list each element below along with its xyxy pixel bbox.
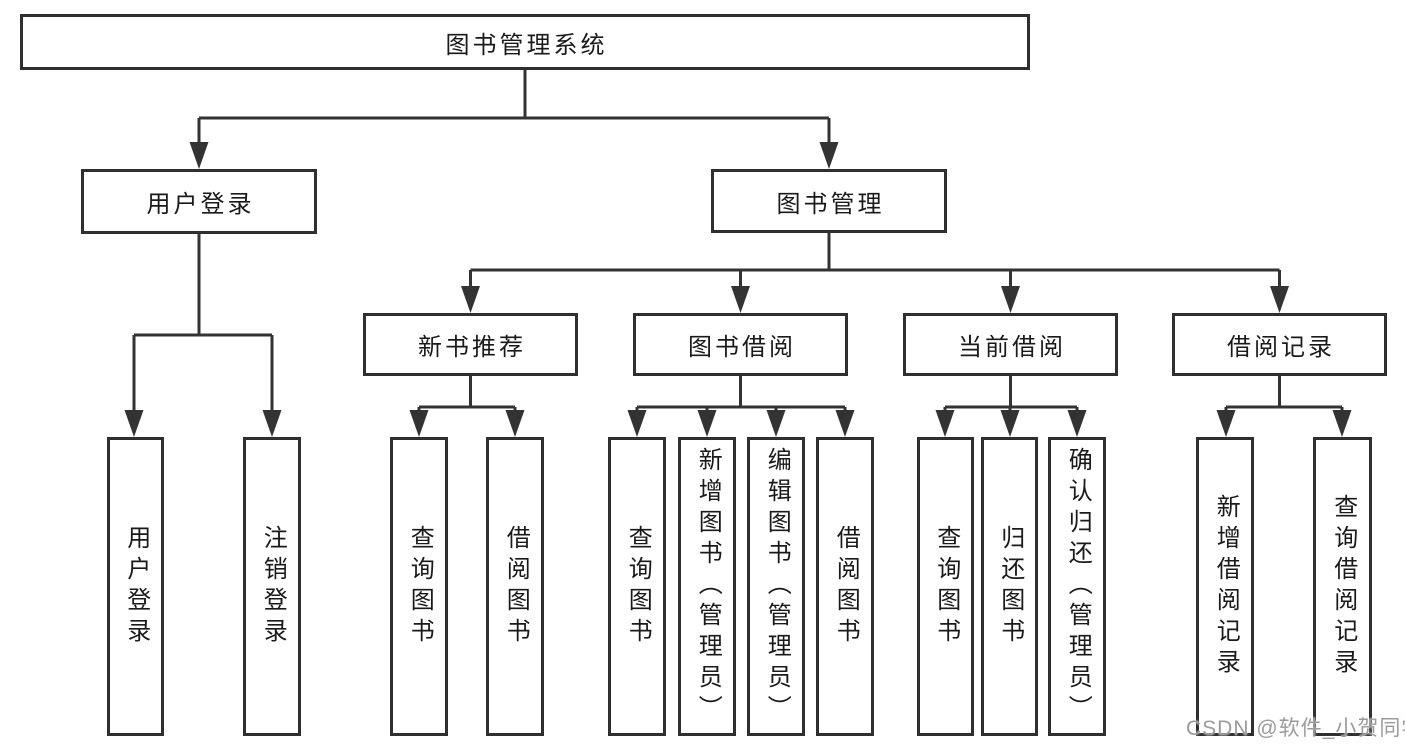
leaf-bb-add-book-label: 新增图书（管理员） bbox=[694, 447, 722, 726]
leaf-br-query-record: 查询借阅记录 bbox=[1313, 437, 1372, 736]
leaf-nbr-query-book: 查询图书 bbox=[390, 437, 448, 736]
leaf-user-login: 用户登录 bbox=[107, 437, 164, 736]
leaf-bb-add-book: 新增图书（管理员） bbox=[678, 437, 736, 736]
leaf-logout-label: 注销登录 bbox=[259, 524, 287, 649]
node-root: 图书管理系统 bbox=[20, 14, 1030, 70]
csdn-watermark: CSDN @软件_小贺同学 bbox=[1186, 717, 1405, 740]
leaf-bb-borrow-book-label: 借阅图书 bbox=[832, 524, 860, 649]
leaf-user-login-label: 用户登录 bbox=[122, 524, 150, 649]
leaf-bb-query-book: 查询图书 bbox=[608, 437, 666, 736]
leaf-br-add-record: 新增借阅记录 bbox=[1196, 437, 1254, 736]
leaf-bb-edit-book: 编辑图书（管理员） bbox=[747, 437, 805, 736]
leaf-cb-query-book: 查询图书 bbox=[917, 437, 974, 736]
node-borrow-record-label: 借阅记录 bbox=[1227, 334, 1335, 361]
leaf-br-add-record-label: 新增借阅记录 bbox=[1212, 493, 1240, 680]
node-root-label: 图书管理系统 bbox=[445, 31, 608, 59]
node-current-borrow-label: 当前借阅 bbox=[958, 334, 1066, 361]
node-new-book-recommend-label: 新书推荐 bbox=[418, 334, 526, 361]
node-new-book-recommend: 新书推荐 bbox=[363, 313, 578, 376]
leaf-bb-borrow-book: 借阅图书 bbox=[816, 437, 874, 736]
leaf-cb-confirm-return-label: 确认归还（管理员） bbox=[1064, 447, 1092, 726]
node-borrow-record: 借阅记录 bbox=[1172, 313, 1387, 376]
leaf-cb-return-book: 归还图书 bbox=[981, 437, 1038, 736]
node-book-borrow-label: 图书借阅 bbox=[688, 334, 796, 361]
leaf-br-query-record-label: 查询借阅记录 bbox=[1329, 493, 1357, 680]
leaf-bb-query-book-label: 查询图书 bbox=[624, 524, 652, 649]
leaf-nbr-borrow-book: 借阅图书 bbox=[486, 437, 544, 736]
leaf-nbr-query-book-label: 查询图书 bbox=[406, 524, 434, 649]
leaf-cb-query-book-label: 查询图书 bbox=[932, 524, 960, 649]
node-user-login-label: 用户登录 bbox=[146, 191, 255, 218]
node-book-borrow: 图书借阅 bbox=[633, 313, 848, 376]
leaf-nbr-borrow-book-label: 借阅图书 bbox=[502, 524, 530, 649]
leaf-bb-edit-book-label: 编辑图书（管理员） bbox=[763, 447, 791, 726]
node-book-management: 图书管理 bbox=[711, 169, 947, 233]
node-book-management-label: 图书管理 bbox=[776, 190, 885, 218]
leaf-logout: 注销登录 bbox=[243, 437, 301, 736]
node-current-borrow: 当前借阅 bbox=[903, 313, 1118, 376]
node-user-login: 用户登录 bbox=[81, 169, 317, 234]
leaf-cb-confirm-return: 确认归还（管理员） bbox=[1048, 437, 1106, 736]
leaf-cb-return-book-label: 归还图书 bbox=[996, 524, 1024, 649]
